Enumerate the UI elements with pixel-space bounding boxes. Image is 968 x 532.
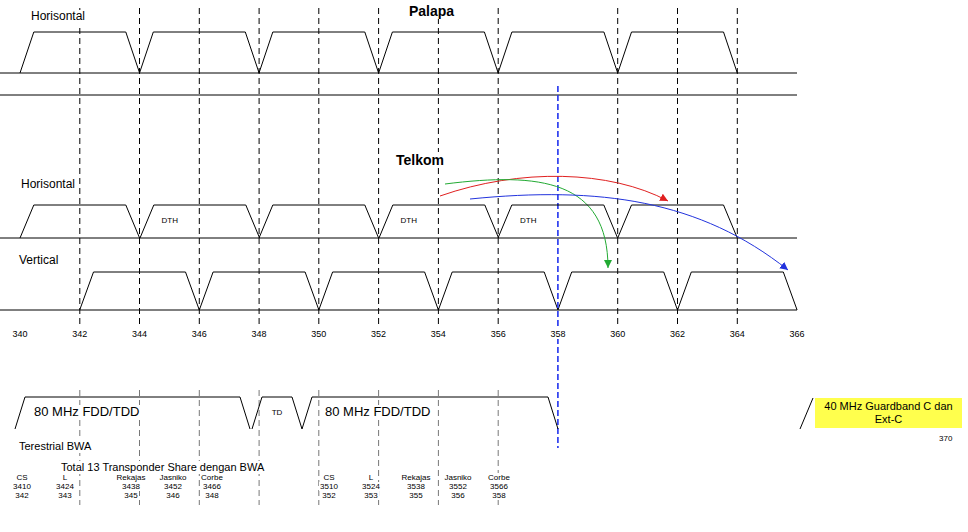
note: Total 13 Transponder Share dengan BWA (60, 461, 265, 474)
axis-tick-label: 352 (370, 329, 387, 339)
channel-label: 3524 (361, 482, 381, 491)
band-text: 80 MHz FDD/TDD (324, 405, 431, 420)
channel-label: 353 (363, 491, 378, 500)
shift-arrow (440, 176, 668, 201)
guardband-box: 40 MHz Guardband C dan Ext-C (815, 398, 962, 428)
band-text: TD (271, 408, 284, 417)
channel-gridline (80, 8, 738, 326)
band-outline (379, 205, 499, 238)
axis-tick-label: 358 (549, 329, 566, 339)
axis-tick-label: 360 (609, 329, 626, 339)
axis-tick-label: 342 (71, 329, 88, 339)
band-text: DTH (161, 216, 179, 225)
channel-label: 343 (57, 491, 72, 500)
band-outline-path (302, 397, 558, 429)
bwa-band: TD (252, 397, 302, 429)
axis-tick-label: 364 (729, 329, 746, 339)
band-label: Terestrial BWA (18, 440, 92, 453)
transponder-box: DTH (498, 205, 618, 238)
channel-label: 358 (491, 491, 506, 500)
band-outline-path (15, 397, 250, 429)
channel-label: 3410 (12, 482, 32, 491)
channel-label: 3510 (319, 482, 339, 491)
band-outline (498, 205, 618, 238)
band-outline (140, 205, 260, 238)
channel-label: 345 (123, 491, 138, 500)
transponder-shape (80, 272, 797, 310)
axis-tick-label: 366 (788, 329, 805, 339)
channel-label: 3566 (489, 482, 509, 491)
channel-label: 3452 (163, 482, 183, 491)
transponder-box: DTH (140, 205, 260, 238)
channel-label: 342 (14, 491, 29, 500)
channel-label: 355 (408, 491, 423, 500)
channel-label: 356 (450, 491, 465, 500)
band-outline-path (498, 205, 618, 238)
channel-label: 3424 (55, 482, 75, 491)
channel-label: 348 (204, 491, 219, 500)
axis-tick-label: 350 (310, 329, 327, 339)
axis-tick-label: 340 (11, 329, 28, 339)
axis-tick-label: 362 (669, 329, 686, 339)
satellite-name: Telkom (395, 152, 445, 168)
channel-label: CS (15, 473, 28, 482)
channel-label: L (368, 473, 374, 482)
channel-label: 346 (165, 491, 180, 500)
channel-label: 3466 (202, 482, 222, 491)
band-edge (800, 398, 813, 429)
channel-label: CS (322, 473, 335, 482)
shift-arrow (470, 195, 788, 270)
axis-tick-label: 354 (430, 329, 447, 339)
axis-tick-label: 356 (490, 329, 507, 339)
channel-label: 3438 (121, 482, 141, 491)
band-edge-label: 370 (938, 434, 953, 443)
axis-tick-label: 344 (131, 329, 148, 339)
row-label: Vertical (18, 254, 59, 268)
band-outline-path (252, 397, 302, 429)
axis-tick-label: 348 (251, 329, 268, 339)
box-text: 40 MHz Guardband C dan Ext-C (818, 400, 959, 425)
channel-label: Jasniko (443, 473, 472, 482)
channel-label: Corbe (487, 473, 511, 482)
channel-label: Jasniko (158, 473, 187, 482)
channel-label: 3538 (406, 482, 426, 491)
row-label: Horisontal (30, 10, 86, 24)
transponder-shape (20, 32, 737, 73)
axis-tick-label: 346 (191, 329, 208, 339)
band-outline-path (140, 205, 260, 238)
channel-label: L (62, 473, 68, 482)
transponder-box: DTH (379, 205, 499, 238)
band-outline-path (379, 205, 499, 238)
channel-gridline (80, 390, 498, 505)
transponder-shape (20, 205, 737, 238)
row-label: Horisontal (20, 178, 76, 192)
channel-label: 3552 (448, 482, 468, 491)
shift-arrow (445, 180, 608, 268)
band-text: DTH (519, 216, 537, 225)
bwa-band: 80 MHz FDD/TDD (302, 397, 558, 429)
channel-label: Corbe (200, 473, 224, 482)
satellite-name: Palapa (408, 3, 455, 19)
band-text: DTH (400, 216, 418, 225)
band-text: 80 MHz FDD/TDD (33, 405, 140, 420)
row-baseline (0, 73, 797, 310)
channel-label: 352 (321, 491, 336, 500)
boundary-line (557, 86, 559, 448)
channel-label: Rekajas (116, 473, 147, 482)
bwa-band: 80 MHz FDD/TDD (15, 397, 250, 429)
channel-label: Rekajas (401, 473, 432, 482)
